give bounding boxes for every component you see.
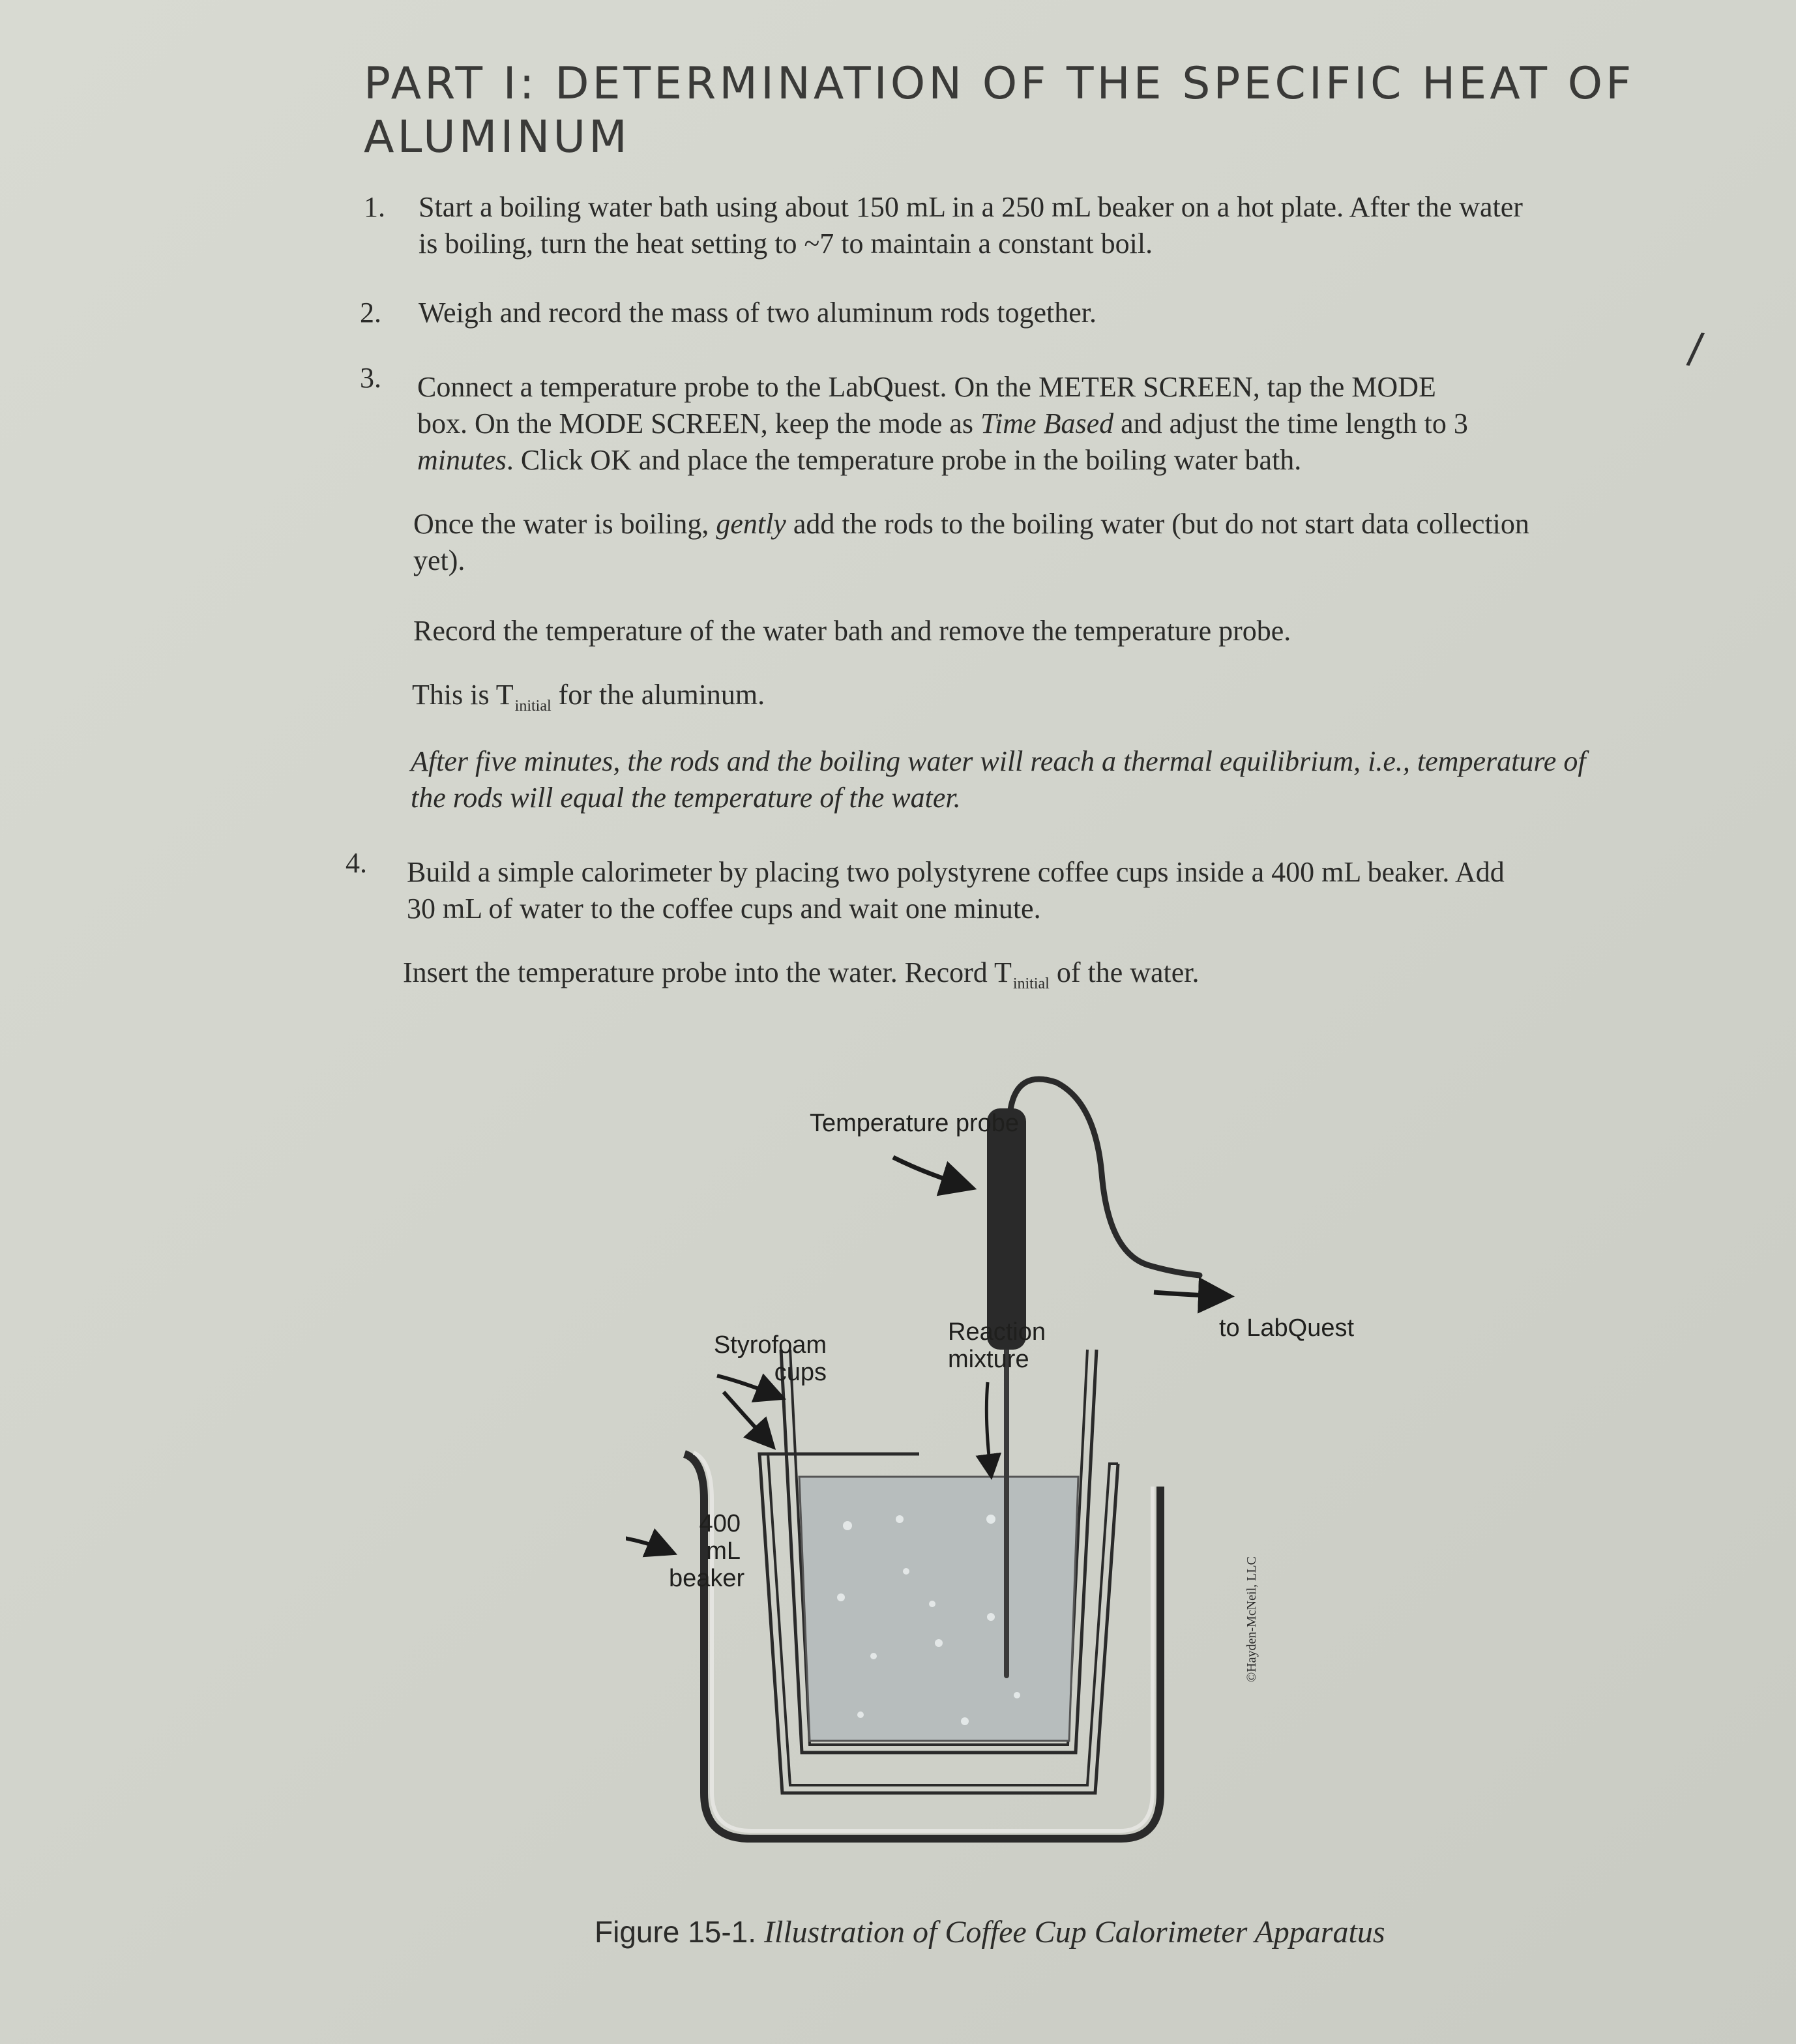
calorimeter-illustration: ©Hayden-McNeil, LLC <box>606 1076 1259 1843</box>
step-1-number: 1. <box>364 191 385 223</box>
outer-cup <box>758 1452 1120 1795</box>
step-4-line-1: Build a simple calorimeter by placing tw… <box>407 856 1505 888</box>
figure-caption: Figure 15-1. Illustration of Coffee Cup … <box>595 1914 1385 1950</box>
arrow-styrofoam-2 <box>722 1391 776 1450</box>
step-4-text: Build a simple calorimeter by placing tw… <box>407 854 1698 927</box>
step-2-text: Weigh and record the mass of two aluminu… <box>419 295 1657 331</box>
calorimeter-figure: ©Hayden-McNeil, LLC Temperature probe to… <box>606 1069 1408 1865</box>
step-3-number: 3. <box>360 362 381 394</box>
step-3-text: Connect a temperature probe to the LabQu… <box>417 369 1695 479</box>
reaction-mixture-liquid <box>798 1475 1080 1742</box>
arrow-styrofoam-1 <box>716 1373 787 1402</box>
label-temperature-probe: Temperature probe <box>810 1110 1020 1137</box>
step-2-number: 2. <box>360 297 381 329</box>
section-heading: PART I: DETERMINATION OF THE SPECIFIC HE… <box>364 58 1635 163</box>
arrow-reaction <box>975 1382 1002 1480</box>
figure-copyright: ©Hayden-McNeil, LLC <box>1244 1556 1259 1682</box>
step-3-paragraph-record: Record the temperature of the water bath… <box>413 615 1291 647</box>
step-1-line-2: is boiling, turn the heat setting to ~7 … <box>419 228 1153 259</box>
inner-cup <box>779 1349 1098 1755</box>
step-3-line-1: Connect a temperature probe to the LabQu… <box>417 371 1436 403</box>
step-2-line-1: Weigh and record the mass of two aluminu… <box>419 297 1097 329</box>
bubbles <box>837 1515 1020 1725</box>
probe-cable <box>1007 1076 1203 1279</box>
step-3-paragraph-tinitial: This is Tinitial for the aluminum. <box>412 679 765 715</box>
arrow-labquest <box>1153 1277 1235 1314</box>
beaker-outline <box>683 1450 1164 1843</box>
step-4-line-2: 30 mL of water to the coffee cups and wa… <box>407 893 1041 925</box>
step-3-line-3: minutes. Click OK and place the temperat… <box>417 444 1302 476</box>
time-based-mode: Time Based <box>980 407 1114 439</box>
label-to-labquest: to LabQuest <box>1219 1314 1355 1342</box>
arrow-beaker <box>606 1528 678 1558</box>
step-1-text: Start a boiling water bath using about 1… <box>419 189 1683 262</box>
step-3-line-2: box. On the MODE SCREEN, keep the mode a… <box>417 407 1468 439</box>
step-3-paragraph-rods: Once the water is boiling, gently add th… <box>413 508 1529 576</box>
step-3-paragraph-equilibrium: After five minutes, the rods and the boi… <box>411 745 1586 814</box>
figure-number: Figure 15-1. <box>595 1915 757 1949</box>
handwritten-check-mark: / <box>1685 323 1706 374</box>
label-400ml-beaker: 400 mL beaker <box>669 1510 745 1592</box>
label-reaction-mixture: Reaction mixture <box>948 1318 1046 1373</box>
probe-handle <box>987 1108 1026 1350</box>
step-4-paragraph-insert: Insert the temperature probe into the wa… <box>403 956 1200 992</box>
step-1-line-1: Start a boiling water bath using about 1… <box>419 191 1523 223</box>
figure-title: Illustration of Coffee Cup Calorimeter A… <box>764 1915 1385 1949</box>
step-4-number: 4. <box>346 847 367 879</box>
arrow-probe <box>892 1155 977 1196</box>
